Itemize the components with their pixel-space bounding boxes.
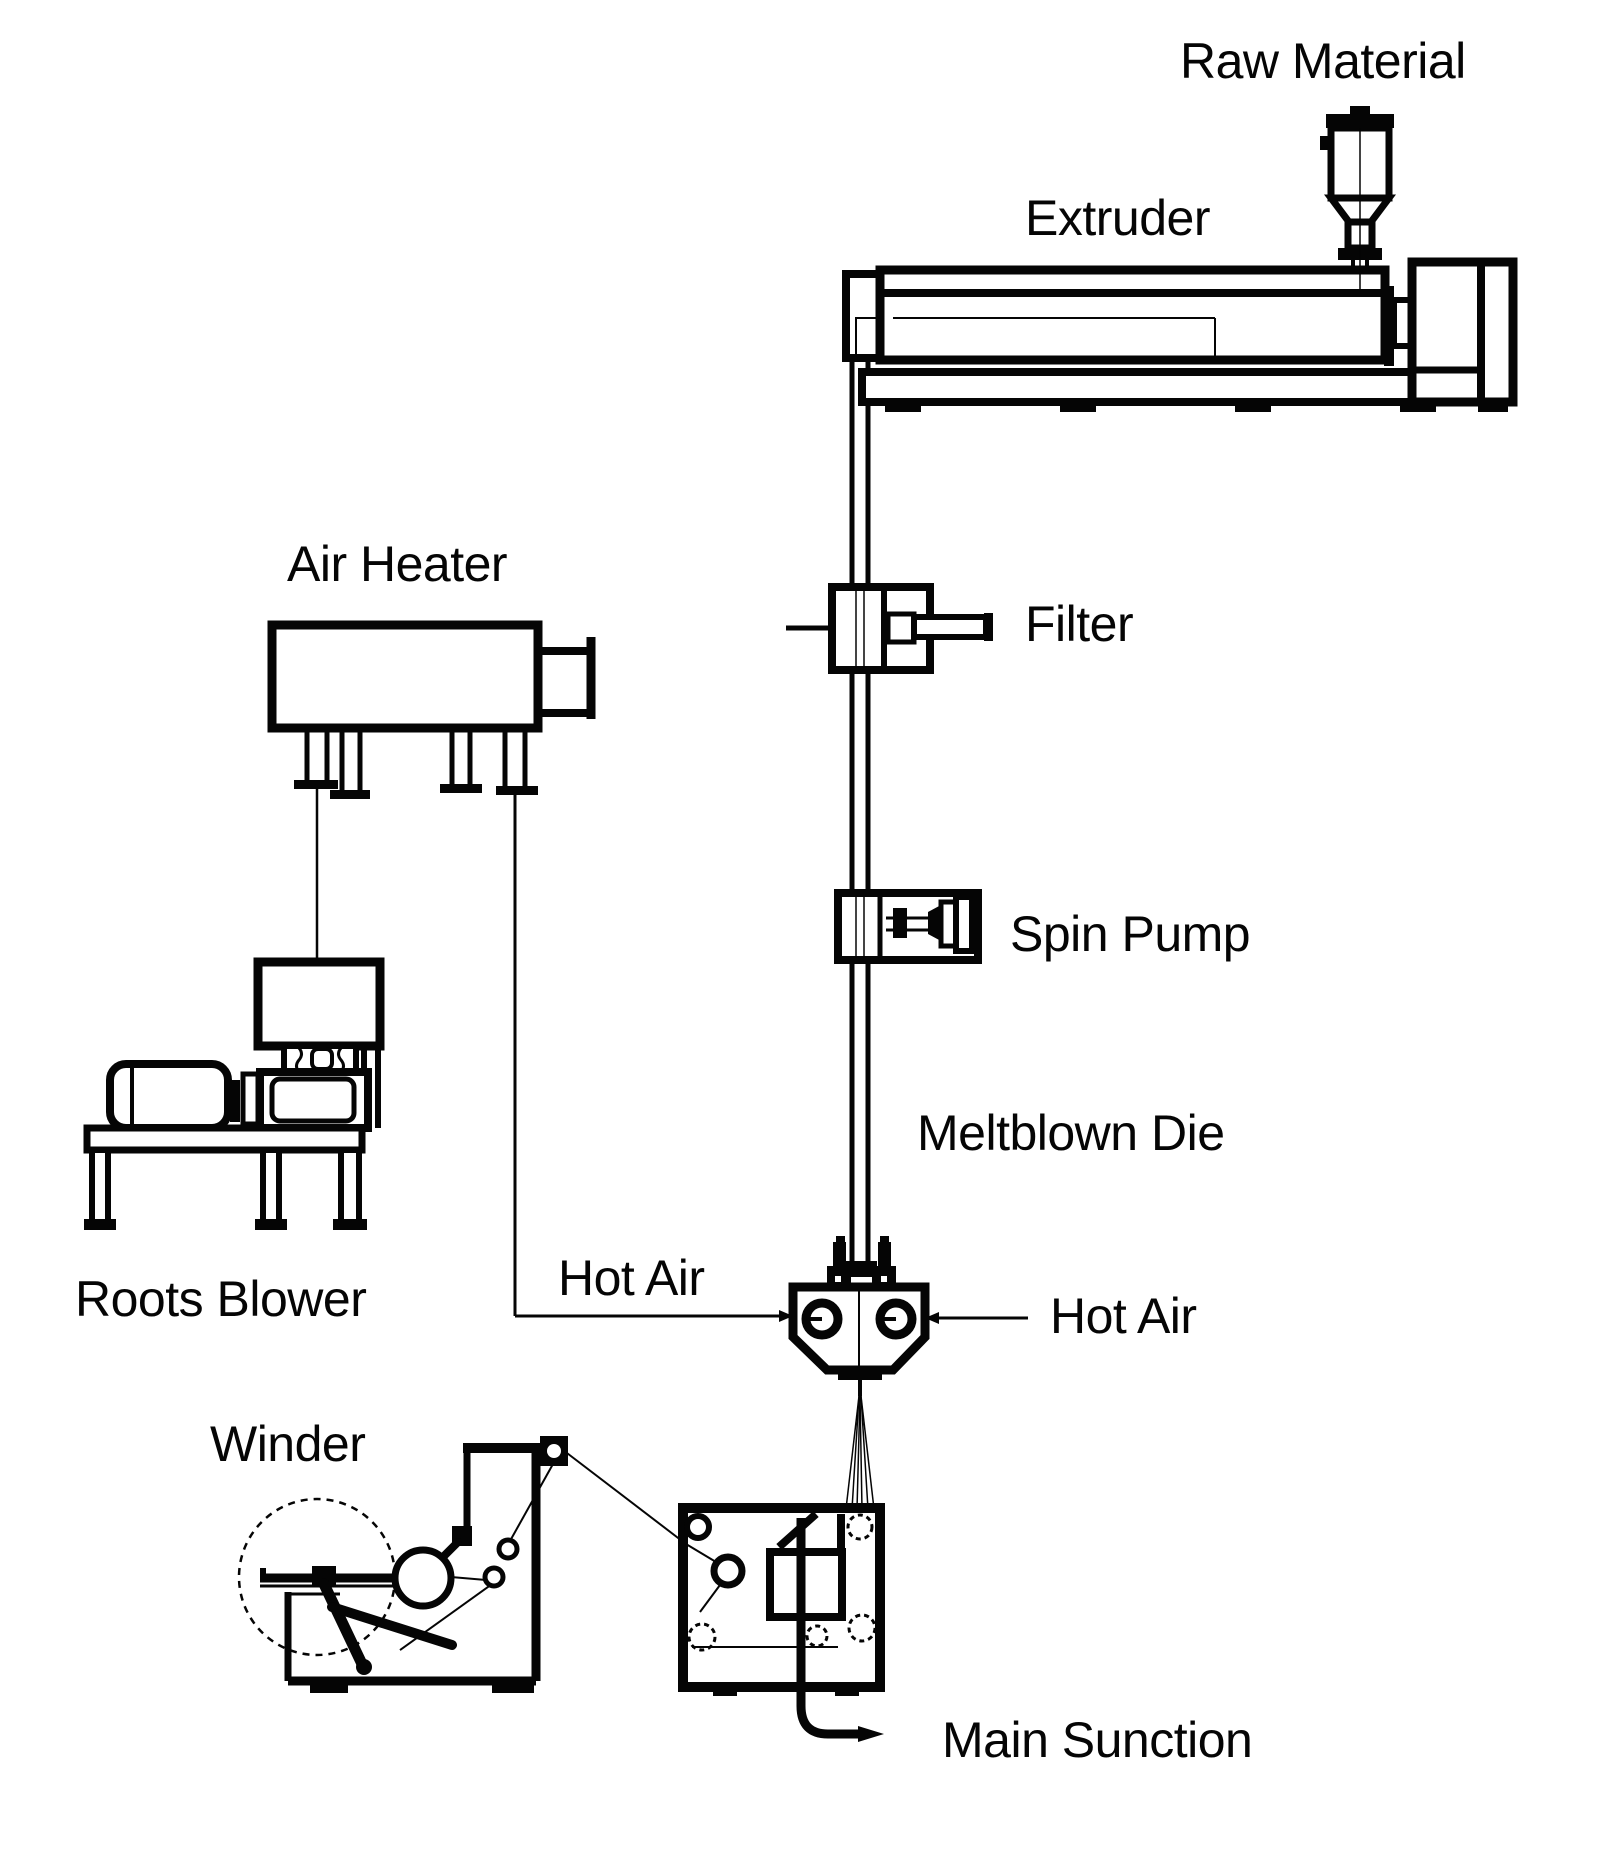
spin-pump-unit bbox=[834, 889, 982, 964]
meltblown-die-unit bbox=[788, 1236, 930, 1396]
hot-air-duct-left bbox=[513, 795, 793, 1322]
winder-unit bbox=[237, 1436, 687, 1693]
raw-material-label: Raw Material bbox=[1180, 33, 1466, 89]
melt-pipe bbox=[849, 352, 871, 1266]
roots-blower-unit bbox=[83, 957, 385, 1230]
filter-label: Filter bbox=[1025, 596, 1133, 652]
extruder-machine bbox=[842, 257, 1518, 412]
filter-unit bbox=[786, 583, 993, 674]
main-suction-label: Main Sunction bbox=[942, 1712, 1252, 1768]
roots-blower-label: Roots Blower bbox=[75, 1271, 366, 1327]
meltblown-die-label: Meltblown Die bbox=[917, 1105, 1225, 1161]
raw-material-hopper bbox=[1320, 106, 1396, 290]
suction-collector-box bbox=[678, 1503, 885, 1742]
spin-pump-label: Spin Pump bbox=[1010, 906, 1250, 962]
air-heater-unit bbox=[267, 620, 596, 962]
suction-arrow bbox=[858, 1726, 884, 1742]
hot-air-leader-right bbox=[925, 1312, 1028, 1324]
winder-label: Winder bbox=[210, 1416, 365, 1472]
contact-roller bbox=[391, 1546, 455, 1610]
filament-spray bbox=[845, 1395, 875, 1510]
hot-air-left-label: Hot Air bbox=[558, 1250, 705, 1306]
air-heater-label: Air Heater bbox=[287, 536, 507, 592]
extruder-label: Extruder bbox=[1025, 190, 1210, 246]
web-thread bbox=[562, 1449, 687, 1545]
suction-duct-pipe bbox=[796, 1518, 860, 1739]
hot-air-right-label: Hot Air bbox=[1050, 1288, 1197, 1344]
